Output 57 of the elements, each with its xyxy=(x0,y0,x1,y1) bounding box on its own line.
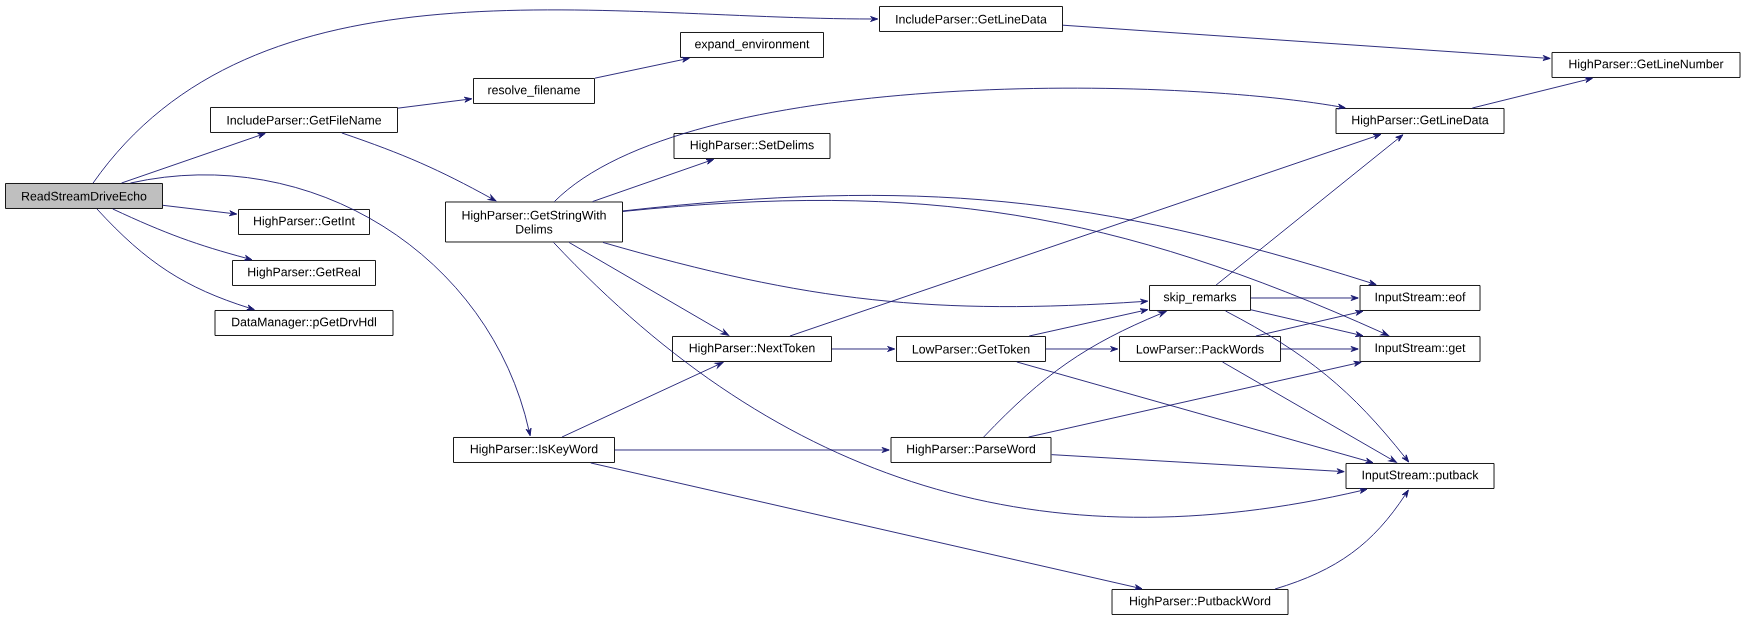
arrow xyxy=(553,242,1368,518)
arrow xyxy=(112,208,253,261)
function-box: HighParser::ParseWord xyxy=(890,437,1052,463)
function-box: DataManager::pGetDrvHdl xyxy=(214,310,394,336)
arrow xyxy=(561,362,724,438)
function-box: LowParser::PackWords xyxy=(1119,336,1281,362)
function-box: HighParser::PutbackWord xyxy=(1111,589,1289,615)
arrow xyxy=(594,56,690,79)
arrow xyxy=(1028,360,1362,438)
function-box: HighParser::GetInt xyxy=(238,209,370,235)
arrow xyxy=(1222,361,1397,463)
arrow xyxy=(1225,310,1410,463)
arrow xyxy=(1016,361,1374,464)
arrow xyxy=(92,9,879,184)
arrow xyxy=(983,311,1167,438)
function-box: IncludeParser::GetFileName xyxy=(210,107,398,133)
arrow xyxy=(831,346,896,352)
function-box: HighParser::GetLineNumber xyxy=(1551,52,1741,78)
arrow xyxy=(1045,346,1119,352)
arrow xyxy=(96,208,255,311)
arrow xyxy=(553,87,1346,202)
function-box: HighParser::IsKeyWord xyxy=(453,437,615,463)
arrow xyxy=(1215,134,1404,286)
arrow xyxy=(622,200,1389,336)
function-box: HighParser::GetLineData xyxy=(1335,108,1505,134)
arrow xyxy=(162,204,238,217)
function-box: HighParser::GetReal xyxy=(232,260,376,286)
arrow xyxy=(590,462,1143,591)
function-box: InputStream::get xyxy=(1359,336,1481,362)
arrow xyxy=(1062,24,1551,61)
function-box: ReadStreamDriveEcho xyxy=(5,183,163,209)
function-box: InputStream::eof xyxy=(1359,285,1481,311)
function-box: InputStream::putback xyxy=(1345,463,1495,489)
arrow xyxy=(341,132,497,202)
arrow xyxy=(602,242,1149,308)
function-box: skip_remarks xyxy=(1149,285,1251,311)
function-box: expand_environment xyxy=(680,32,824,58)
arrow xyxy=(592,158,715,202)
function-box: HighParser::NextToken xyxy=(672,336,832,362)
arrow xyxy=(1250,295,1359,301)
arrow xyxy=(1051,454,1345,475)
arrow xyxy=(1274,489,1409,590)
arrow xyxy=(1280,346,1359,352)
arrow xyxy=(1471,77,1593,109)
arrow xyxy=(614,447,890,453)
arrow xyxy=(622,195,1377,286)
arrow xyxy=(1028,308,1149,337)
arrow xyxy=(397,96,473,109)
arrow xyxy=(130,174,532,437)
function-box: LowParser::GetToken xyxy=(896,336,1046,362)
arrow xyxy=(121,132,266,184)
arrow xyxy=(789,133,1382,337)
function-box: HighParser::SetDelims xyxy=(673,133,831,159)
function-box: IncludeParser::GetLineData xyxy=(879,6,1063,32)
arrow xyxy=(568,242,730,336)
function-box: resolve_filename xyxy=(473,78,595,104)
function-box: HighParser::GetStringWith Delims xyxy=(445,201,623,243)
